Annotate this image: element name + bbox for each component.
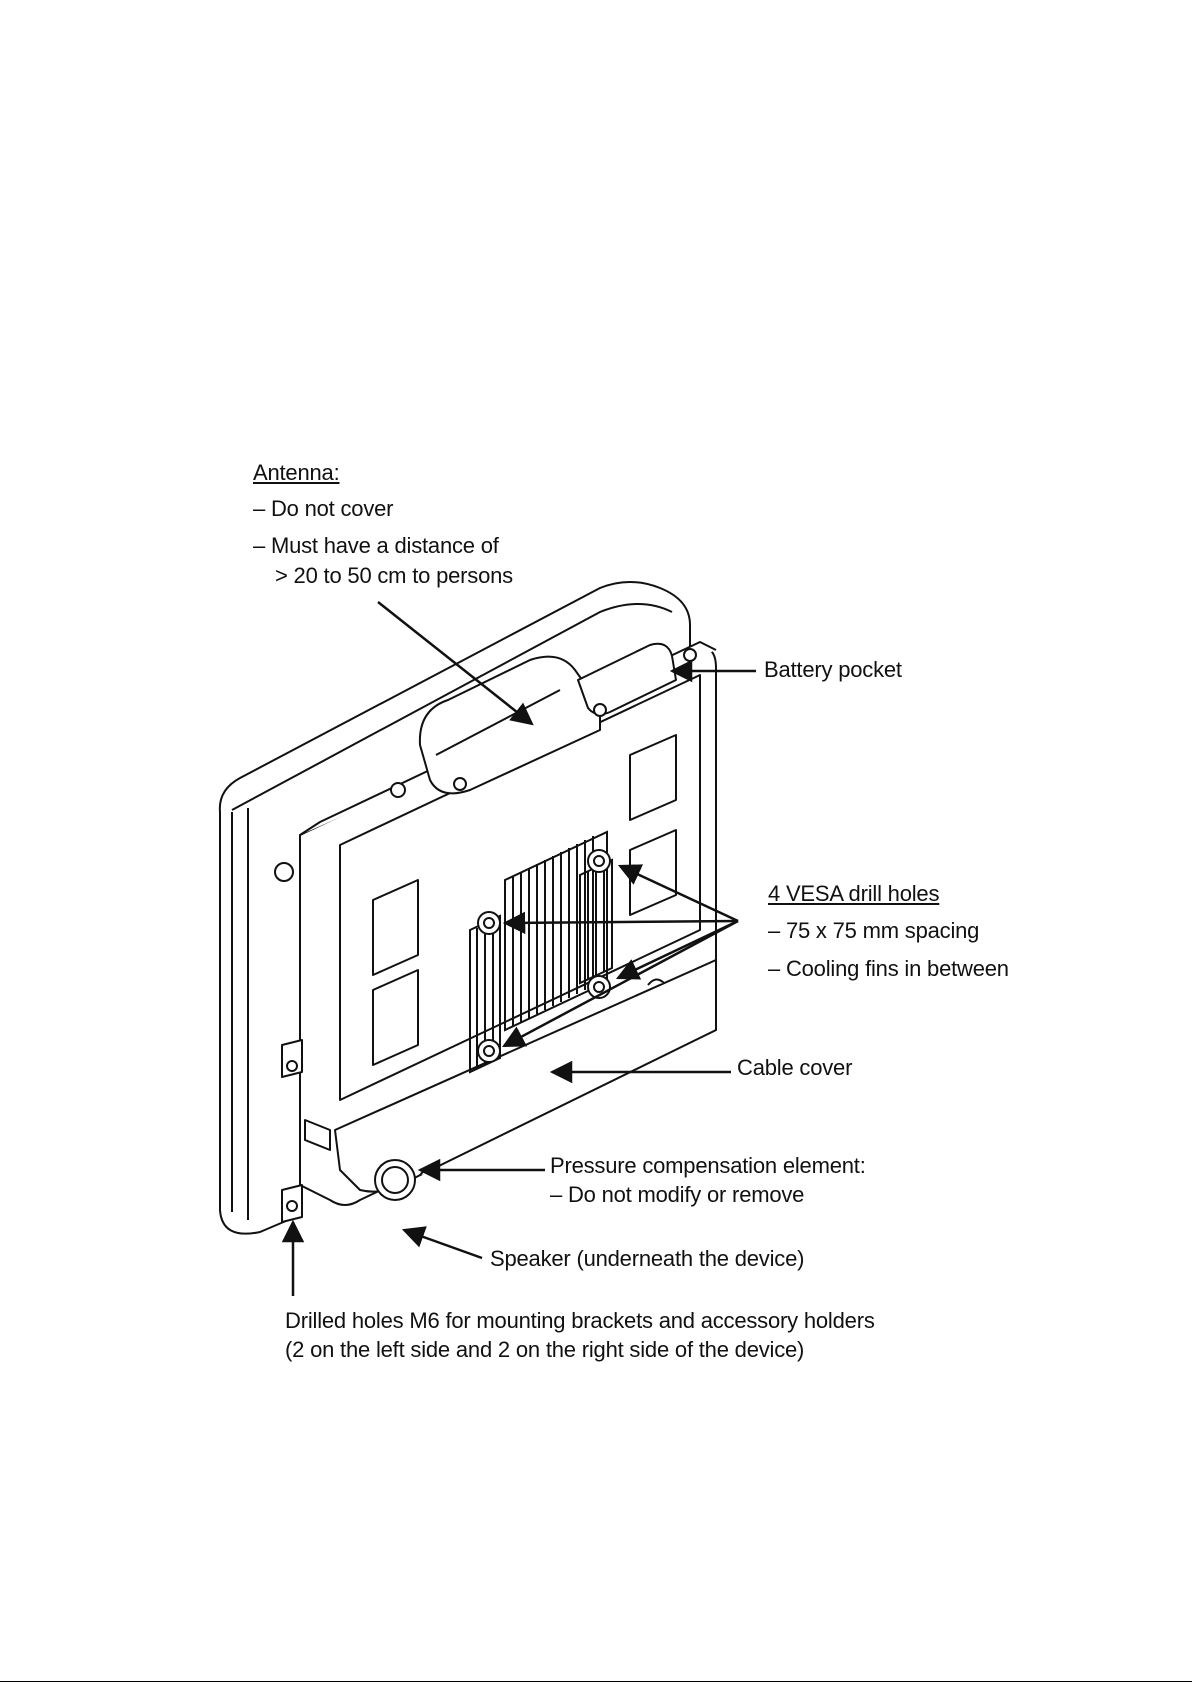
drilled-line-2: (2 on the left side and 2 on the right s… xyxy=(285,1337,805,1362)
bezel-top-band xyxy=(231,603,673,811)
vesa-heading: 4 VESA drill holes xyxy=(768,881,940,906)
speaker-label: Speaker (underneath the device) xyxy=(490,1246,805,1271)
antenna-bullet-1: – Do not cover xyxy=(253,496,394,521)
pressure-element-inner xyxy=(381,1166,409,1194)
front-bezel xyxy=(218,581,691,1235)
vesa-arrow-1 xyxy=(617,864,739,923)
battery-label: Battery pocket xyxy=(764,657,902,682)
drill-hole xyxy=(286,1200,298,1212)
vesa-bullet-2: – Cooling fins in between xyxy=(768,956,1009,981)
antenna-continuation: > 20 to 50 cm to persons xyxy=(275,563,513,588)
pad xyxy=(372,969,419,1066)
antenna-bullet-2: – Must have a distance of xyxy=(253,533,499,558)
pressure-heading: Pressure compensation element: xyxy=(550,1153,866,1178)
pad xyxy=(629,829,677,916)
boss xyxy=(453,777,467,791)
boss xyxy=(593,703,607,717)
footer-rule xyxy=(0,1681,1192,1682)
boss xyxy=(274,862,294,882)
pad xyxy=(629,734,677,821)
boss xyxy=(390,782,406,798)
drill-hole xyxy=(286,1060,298,1072)
drilled-line-1: Drilled holes M6 for mounting brackets a… xyxy=(285,1308,875,1333)
vesa-arrow-4 xyxy=(502,919,739,1048)
vesa-arrow-2 xyxy=(502,911,739,935)
cable-label: Cable cover xyxy=(737,1055,853,1080)
antenna-heading: Antenna: xyxy=(253,460,340,485)
antenna-arrow xyxy=(377,601,534,726)
callout-arrows xyxy=(281,601,756,1296)
pad xyxy=(372,879,419,976)
boss xyxy=(683,648,697,662)
side-slot xyxy=(304,1119,331,1151)
speaker-arrow xyxy=(401,1226,483,1260)
cable-cover-notch xyxy=(647,978,665,986)
handle-grip xyxy=(435,689,561,756)
pressure-bullet: – Do not modify or remove xyxy=(550,1182,805,1207)
vesa-bullet-1: – 75 x 75 mm spacing xyxy=(768,918,980,943)
